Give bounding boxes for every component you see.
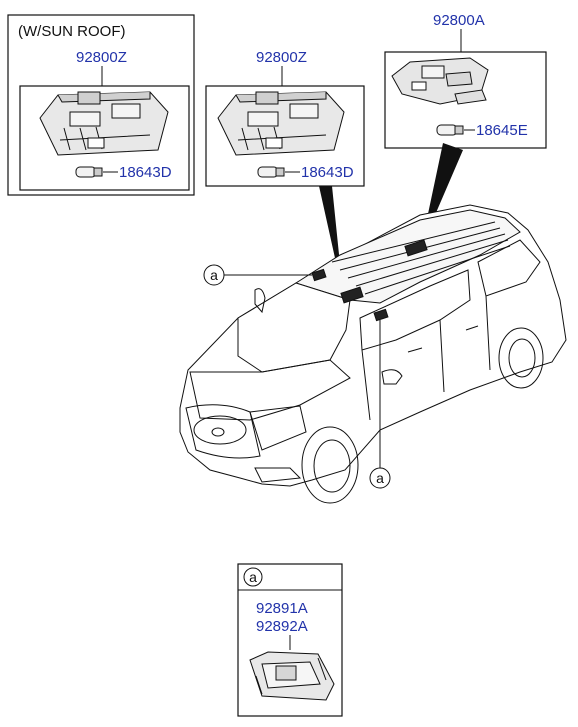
sunroof-caption: (W/SUN ROOF) [18, 23, 125, 40]
sunroof-bulb-part-number[interactable]: 18643D [119, 164, 172, 181]
vanity-part-number-1[interactable]: 92891A [256, 600, 308, 617]
callout-left-label: a [210, 267, 218, 283]
rear-bulb[interactable] [436, 124, 464, 136]
rear-overhead-lamp[interactable] [391, 57, 489, 105]
callout-right[interactable]: a [369, 320, 391, 489]
vanity-ref-label: a [249, 569, 257, 585]
standard-overhead-lamp[interactable] [217, 91, 345, 156]
vanity-ref-circle [243, 567, 263, 587]
vanity-lamp-group: a 92891A 92892A [237, 563, 343, 717]
rear-lamp-part-number[interactable]: 92800A [433, 12, 485, 29]
suv-illustration [179, 204, 567, 504]
vanity-part-number-2[interactable]: 92892A [256, 618, 308, 635]
rear-lamp-group: 92800A 18645E [384, 12, 547, 149]
sunroof-overhead-lamp[interactable] [39, 91, 169, 156]
standard-lamp-part-number[interactable]: 92800Z [256, 49, 307, 66]
vanity-lamp[interactable] [249, 651, 335, 701]
callout-right-label: a [376, 470, 384, 486]
sunroof-bulb[interactable] [75, 166, 103, 178]
rear-bulb-part-number[interactable]: 18645E [476, 122, 528, 139]
sunroof-lamp-group: (W/SUN ROOF) 92800Z 18643D [7, 14, 195, 196]
callout-left[interactable]: a [203, 264, 312, 286]
arrow-to-front-lamp [319, 186, 350, 292]
standard-bulb[interactable] [257, 166, 285, 178]
standard-bulb-part-number[interactable]: 18643D [301, 164, 354, 181]
standard-lamp-group: 92800Z 18643D [205, 49, 365, 187]
sunroof-lamp-part-number[interactable]: 92800Z [76, 49, 127, 66]
